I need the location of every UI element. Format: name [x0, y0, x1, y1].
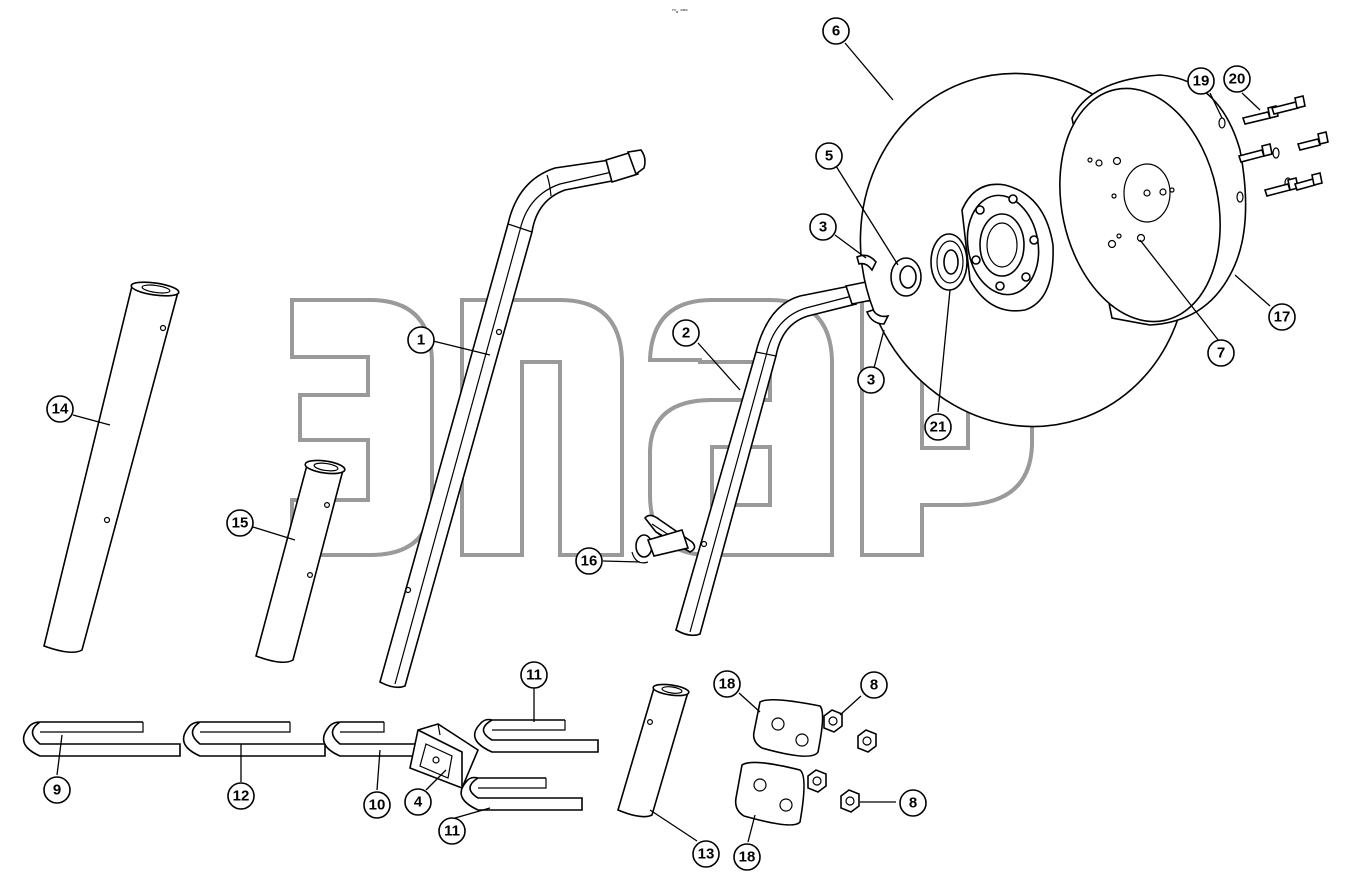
callout-15: 15 [226, 509, 254, 537]
svg-text:18: 18 [719, 676, 736, 693]
callout-13: 13 [692, 840, 720, 868]
callout-16: 16 [575, 547, 603, 575]
part-18-plates [734, 698, 824, 826]
callout-14: 14 [46, 395, 74, 423]
part-21-bearing [930, 233, 968, 291]
callout-8-lower: 8 [899, 789, 927, 817]
part-2-handle [675, 277, 891, 637]
callout-12: 12 [227, 782, 255, 810]
part-14-tube [43, 281, 180, 654]
callout-5: 5 [815, 142, 843, 170]
part-3-clips [856, 254, 890, 325]
callout-19: 19 [1187, 67, 1215, 95]
part-11-ubolt-upper [473, 718, 599, 753]
part-15-tube [255, 459, 346, 664]
callout-3-upper: 3 [809, 213, 837, 241]
callout-1: 1 [407, 326, 435, 354]
svg-text:14: 14 [52, 401, 69, 418]
part-8-nuts [807, 709, 877, 813]
part-10-ubolt [322, 721, 431, 757]
part-5-washer [890, 257, 922, 297]
svg-text:13: 13 [698, 846, 715, 863]
callout-4: 4 [404, 788, 432, 816]
svg-text:15: 15 [232, 515, 249, 532]
svg-text:4: 4 [414, 794, 423, 811]
callout-20: 20 [1223, 65, 1251, 93]
svg-text:3: 3 [867, 372, 875, 389]
callout-17: 17 [1268, 303, 1296, 331]
svg-text:11: 11 [444, 823, 460, 840]
callout-11-upper: 11 [520, 661, 548, 689]
svg-text:8: 8 [870, 677, 878, 694]
svg-text:20: 20 [1229, 71, 1246, 88]
callout-9: 9 [43, 776, 71, 804]
part-16-pin [631, 514, 696, 564]
leader-lines [56, 42, 1271, 843]
svg-text:1: 1 [417, 332, 425, 349]
svg-text:5: 5 [825, 148, 833, 165]
svg-text:2: 2 [682, 325, 690, 342]
svg-text:10: 10 [369, 797, 386, 814]
svg-text:8: 8 [909, 795, 917, 812]
callout-10: 10 [363, 791, 391, 819]
svg-text:16: 16 [581, 553, 598, 570]
callout-3-lower: 3 [857, 366, 885, 394]
svg-text:21: 21 [930, 419, 947, 436]
callout-2: 2 [672, 319, 700, 347]
callout-21: 21 [924, 413, 952, 441]
part-1-handle [379, 149, 646, 689]
svg-text:9: 9 [53, 782, 61, 799]
svg-text:12: 12 [233, 788, 250, 805]
svg-text:11: 11 [526, 667, 542, 684]
part-17-wheel [1059, 74, 1247, 326]
part-13-tube [617, 683, 690, 818]
svg-text:7: 7 [1217, 345, 1225, 362]
callout-18-upper: 18 [713, 670, 741, 698]
svg-text:18: 18 [739, 849, 756, 866]
wheel-hub [961, 183, 1054, 312]
svg-text:19: 19 [1193, 73, 1210, 90]
part-9-ubolt [22, 721, 181, 757]
part-20-bolts [1237, 95, 1329, 197]
callout-8-upper: 8 [860, 671, 888, 699]
svg-text:3: 3 [819, 219, 827, 236]
callout-11-lower: 11 [438, 817, 466, 845]
callout-6: 6 [822, 17, 850, 45]
part-12-ubolt [182, 721, 326, 757]
header-mark: ᵐₒ ᵒᵒᵒ [672, 8, 688, 15]
part-11-ubolt-lower [460, 776, 583, 811]
svg-text:6: 6 [832, 23, 840, 40]
part-4-clamp [409, 723, 479, 790]
svg-text:17: 17 [1274, 309, 1291, 326]
callout-7: 7 [1207, 339, 1235, 367]
callout-18-lower: 18 [733, 843, 761, 871]
